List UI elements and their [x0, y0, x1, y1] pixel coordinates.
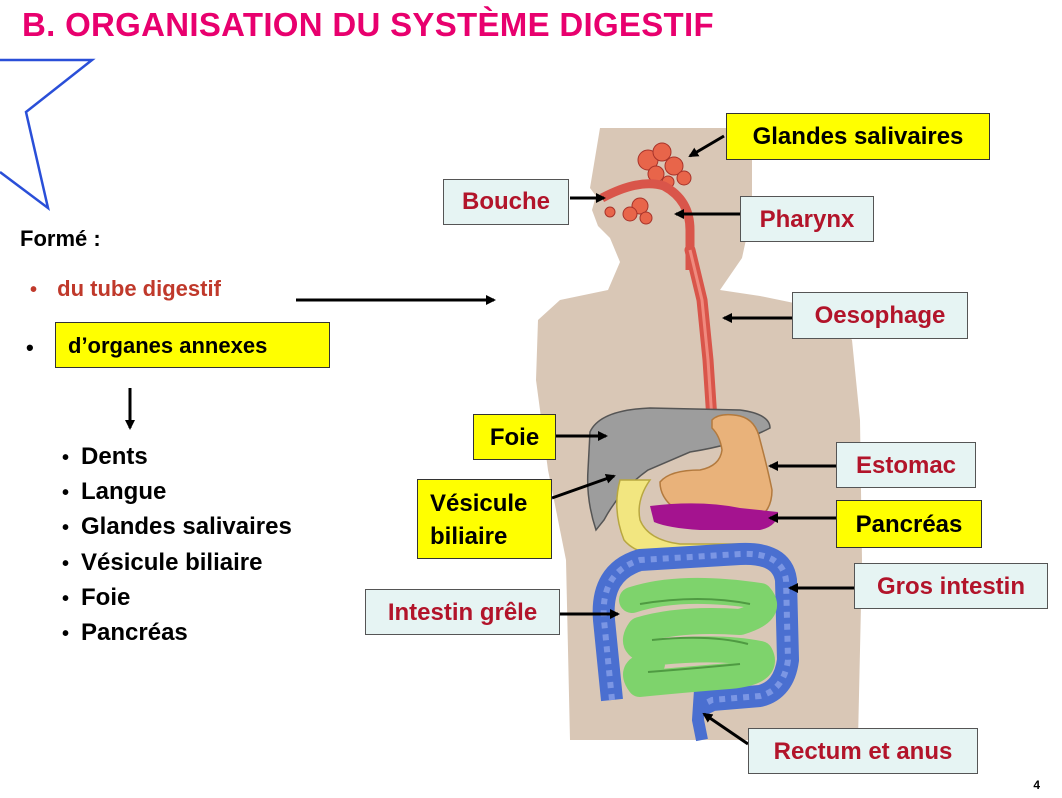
label-foie: Foie	[473, 414, 556, 460]
page-number: 4	[1033, 778, 1040, 792]
list-item: Glandes salivaires	[62, 510, 292, 545]
annex-organ-list: Dents Langue Glandes salivaires Vésicule…	[62, 440, 292, 651]
pancreas-illustration	[650, 503, 778, 530]
label-estomac: Estomac	[836, 442, 976, 488]
label-intestin-grele: Intestin grêle	[365, 589, 560, 635]
label-oesophage: Oesophage	[792, 292, 968, 339]
organes-annexes-box: d’organes annexes	[55, 322, 330, 368]
label-pharynx: Pharynx	[740, 196, 874, 242]
star-decoration	[0, 58, 96, 212]
list-item: Langue	[62, 475, 292, 510]
arrow-rectum	[702, 712, 749, 746]
label-pancreas: Pancréas	[836, 500, 982, 548]
label-bouche: Bouche	[443, 179, 569, 225]
tube-digestif-text: du tube digestif	[57, 276, 221, 301]
list-item: Foie	[62, 581, 292, 616]
label-rectum-anus: Rectum et anus	[748, 728, 978, 774]
vesicule-line-2: biliaire	[430, 523, 508, 550]
forme-label: Formé :	[20, 226, 101, 251]
pharynx-illustration	[599, 179, 695, 270]
bullet-tube-digestif: • du tube digestif	[30, 276, 221, 302]
bullet-annexes-marker: •	[26, 335, 34, 360]
rectum-illustration	[691, 689, 708, 742]
list-item: Pancréas	[62, 616, 292, 651]
page-title: B. ORGANISATION DU SYSTÈME DIGESTIF	[22, 6, 714, 43]
label-vesicule-biliaire: Vésicule biliaire	[417, 479, 552, 559]
arrow-vesicule	[551, 473, 616, 500]
vesicule-line-1: Vésicule	[430, 490, 528, 517]
arrow-glandes	[688, 134, 725, 158]
list-item: Dents	[62, 440, 292, 475]
bullet-marker: •	[30, 279, 38, 301]
label-glandes-salivaires: Glandes salivaires	[726, 113, 990, 160]
label-gros-intestin: Gros intestin	[854, 563, 1048, 609]
list-item: Vésicule biliaire	[62, 546, 292, 581]
small-intestine-illustration	[619, 577, 777, 697]
